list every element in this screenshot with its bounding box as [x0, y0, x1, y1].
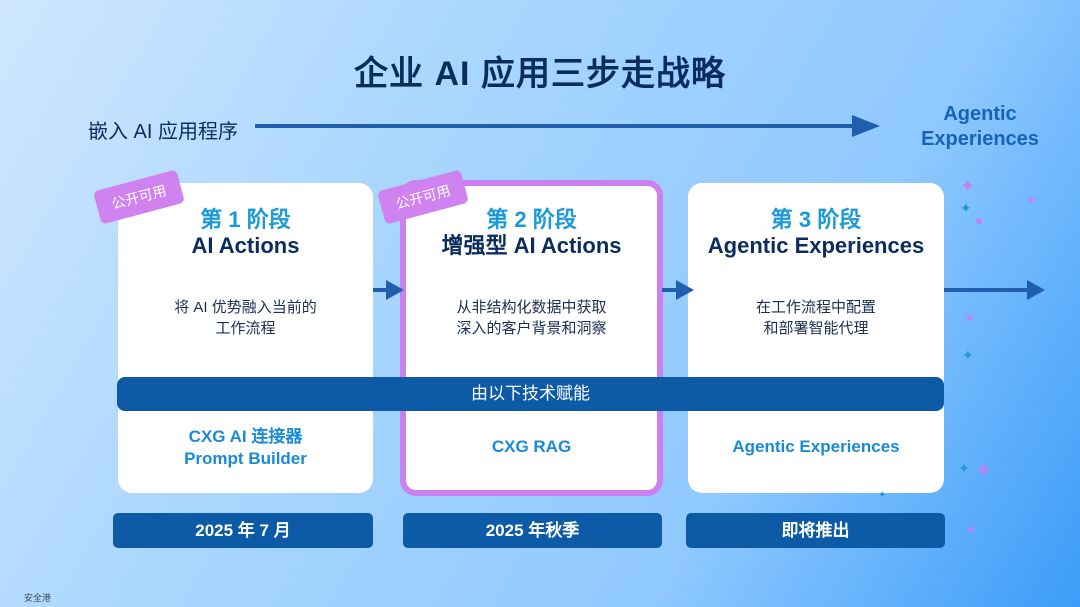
stage-number: 第 1 阶段: [200, 207, 291, 232]
stage-1-card: 第 1 阶段 AI Actions 将 AI 优势融入当前的工作流程 CXG A…: [118, 183, 373, 493]
desc-line: 深入的客户背景和洞察: [456, 320, 607, 337]
stage-tech: CXG RAG: [491, 437, 572, 456]
page-title: 企业 AI 应用三步走战略: [354, 55, 726, 93]
stage-3-card: 第 3 阶段 Agentic Experiences 在工作流程中配置和部署智能…: [688, 183, 944, 493]
sparkle-icon: ✦: [878, 490, 887, 501]
tech-line: Prompt Builder: [184, 449, 307, 468]
sparkle-icon: ✦: [1025, 192, 1037, 208]
stage-number: 第 3 阶段: [770, 207, 862, 232]
stage-2-date: 2025 年秋季: [403, 513, 662, 548]
sparkle-icon: ✦: [962, 347, 974, 363]
arrow-2-3: [662, 288, 677, 292]
stage-1-date: 2025 年 7 月: [113, 513, 373, 548]
stage-tech: CXG AI 连接器 Prompt Builder: [118, 426, 373, 470]
stage-tech: Agentic Experiences: [732, 437, 900, 456]
stage-name: AI Actions: [191, 233, 300, 258]
desc-line: 将 AI 优势融入当前的: [174, 299, 317, 316]
sparkle-icon: ✦: [960, 176, 976, 196]
timeline-arrow-line: [255, 124, 855, 128]
timeline-arrow-head-icon: [852, 115, 880, 137]
stage-description: 将 AI 优势融入当前的工作流程: [118, 297, 373, 339]
footer-label: 安全港: [24, 593, 52, 603]
end-label-line1: Agentic: [943, 103, 1017, 125]
arrow-head-icon: [1027, 280, 1045, 300]
desc-line: 工作流程: [215, 320, 276, 337]
desc-line: 从非结构化数据中获取: [456, 299, 607, 316]
desc-line: 和部署智能代理: [763, 320, 869, 337]
end-label-line2: Experiences: [921, 128, 1039, 150]
desc-line: 在工作流程中配置: [755, 299, 876, 316]
stage-2-card: 第 2 阶段 增强型 AI Actions 从非结构化数据中获取深入的客户背景和…: [400, 180, 663, 496]
arrow-1-2: [373, 288, 387, 292]
stage-description: 从非结构化数据中获取深入的客户背景和洞察: [406, 297, 657, 339]
enabled-by-band: 由以下技术赋能: [117, 377, 944, 411]
stage-number: 第 2 阶段: [486, 207, 577, 232]
arrow-head-icon: [676, 280, 694, 300]
tech-line: CXG AI 连接器: [188, 427, 303, 446]
sparkle-icon: ✦: [975, 460, 992, 482]
sparkle-icon: ✦: [964, 310, 976, 326]
stage-description: 在工作流程中配置和部署智能代理: [688, 297, 944, 339]
sparkle-icon: ●: [975, 212, 984, 228]
sparkle-icon: ✦: [958, 460, 970, 476]
arrow-head-icon: [386, 280, 404, 300]
stage-3-date: 即将推出: [686, 513, 945, 548]
stage-name: Agentic Experiences: [707, 233, 925, 258]
sparkle-icon: ✦: [965, 522, 977, 538]
timeline-start-label: 嵌入 AI 应用程序: [88, 121, 239, 143]
arrow-3-out: [944, 288, 1028, 292]
stage-name: 增强型 AI Actions: [441, 233, 622, 258]
sparkle-icon: ✦: [960, 200, 972, 216]
